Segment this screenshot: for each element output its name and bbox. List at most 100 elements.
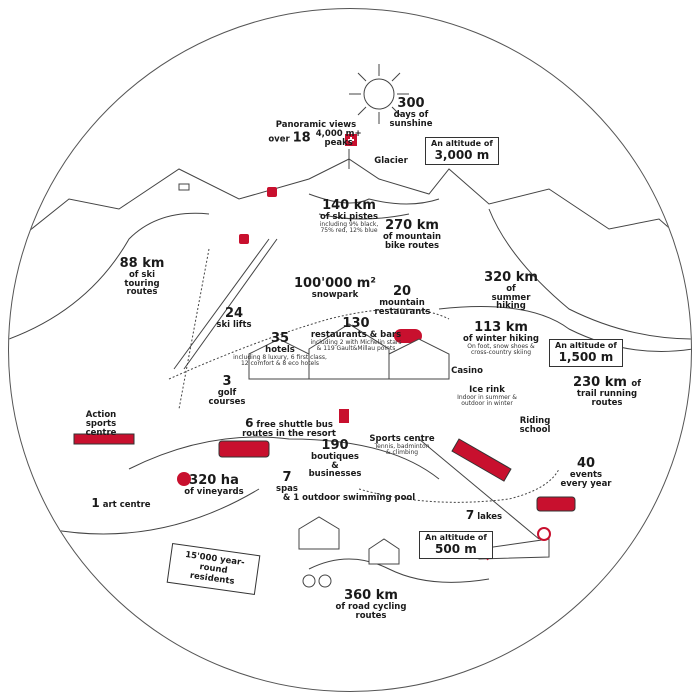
winter-hiking-value: 113 km [474, 320, 528, 335]
shuttle-text: routes in the resort [242, 428, 336, 439]
ski-pistes-value: 140 km [322, 198, 376, 213]
hotels-text: hotels [265, 344, 295, 355]
bike-label: 270 km of mountain bike routes [377, 219, 447, 250]
panoramic-over: over [268, 134, 290, 145]
snowpark-value: 100'000 m² [293, 276, 377, 291]
mountain-restaurants-text: mountain restaurants [374, 297, 431, 317]
bike-value: 270 km [385, 218, 439, 233]
restaurants-text: restaurants & bars [310, 329, 402, 340]
altitude-500-sign: An altitude of 500 m [419, 531, 493, 559]
boutiques-label: 190 boutiques & businesses [308, 439, 363, 479]
lakes-value: 7 [465, 508, 475, 522]
ice-rink-label: Ice rink Indoor in summer & outdoor in w… [457, 386, 517, 408]
ski-pistes-text: of ski pistes [319, 211, 379, 222]
sports-centre-label: Sports centre Tennis, badminton & climbi… [369, 435, 434, 457]
restaurants-label: 130 restaurants & bars including 2 with … [310, 317, 401, 352]
fondue-pot-icon [394, 329, 422, 343]
panoramic-label: Panoramic views over 18 4,000 m+ peaks [268, 121, 363, 148]
altitude-3000-sign: An altitude of 3,000 m [425, 137, 499, 165]
spas-label: 7 spas [276, 471, 298, 494]
sports-centre-detail: & climbing [385, 449, 419, 457]
action-sports-icon [73, 433, 135, 445]
winter-hiking-detail: On foot, snow shoes & [467, 342, 535, 350]
road-cycling-label: 360 km of road cycling routes [336, 589, 407, 620]
hotels-detail: including 8 luxury, 6 first class, [233, 353, 327, 361]
altitude-value: 1,500 m [558, 349, 614, 364]
trail-running-value: 230 km [573, 375, 627, 390]
panoramic-number: 18 [292, 130, 311, 146]
ice-rink-text: Ice rink [469, 385, 505, 395]
ski-lifts-label: 24 ski lifts [216, 307, 251, 330]
ice-rink-detail: outdoor in winter [461, 400, 513, 408]
restaurants-detail: & 119 Gault&Millau points [316, 344, 396, 352]
shuttle-bus-icon [218, 440, 270, 458]
spas-text: spas [276, 483, 298, 494]
vineyards-text: of vineyards [184, 486, 244, 497]
sunshine-value: 300 [397, 96, 425, 111]
altitude-value: 3,000 m [434, 147, 490, 162]
mountain-ridge [18, 158, 691, 248]
summer-hiking-value: 320 km [484, 270, 538, 285]
shuttle-text: free shuttle bus [256, 420, 333, 430]
altitude-caption: An altitude of [425, 533, 487, 542]
art-centre-value: 1 [91, 496, 100, 510]
hotels-detail: 12 comfort & 8 eco hotels [240, 359, 320, 367]
sunshine-text: days of sunshine [389, 109, 433, 129]
golf-label: 3 golf courses [205, 375, 250, 406]
trail-running-text: trail running routes [576, 388, 638, 408]
art-centre-text: art centre [102, 500, 151, 510]
gondola-icon [267, 187, 277, 197]
sports-centre-detail: Tennis, badminton [374, 442, 430, 450]
ski-lifts-value: 24 [224, 306, 244, 321]
village-houses [248, 323, 450, 565]
road-cycling-value: 360 km [344, 588, 398, 603]
swimming-pool-label: & 1 outdoor swimming pool [282, 493, 416, 503]
cyclist-icon [302, 574, 316, 588]
grapes-icon [177, 472, 191, 486]
trail-running-of: of [631, 379, 641, 389]
hotels-value: 35 [270, 331, 290, 346]
action-sports-label: Action sports centre [85, 410, 117, 438]
vineyards-value: 320 ha [189, 473, 239, 488]
ski-pistes-detail: including 9% black, [319, 220, 379, 228]
sun-icon [349, 64, 409, 124]
mountain-restaurants-label: 20 mountain restaurants [374, 284, 431, 317]
boutiques-value: 190 [321, 438, 349, 453]
altitude-value: 500 m [435, 541, 477, 556]
shuttle-value: 6 [245, 416, 254, 430]
events-label: 40 events every year [561, 457, 612, 488]
sunshine-label: 300 days of sunshine [381, 97, 441, 128]
mountain-restaurants-value: 20 [392, 284, 412, 299]
boutiques-text: boutiques & businesses [308, 451, 362, 480]
lakes-text: lakes [477, 512, 503, 522]
panoramic-peaks: 4,000 m+ peaks [315, 128, 362, 148]
sports-centre-text: Sports centre [369, 434, 435, 444]
winter-hiking-text: of winter hiking [463, 333, 539, 344]
snowpark-text: snowpark [311, 289, 359, 300]
summer-hiking-label: 320 km of summer hiking [484, 271, 538, 311]
art-centre-label: 1 art centre [91, 497, 150, 510]
resort-map: 300 days of sunshine Panoramic views ove… [8, 8, 692, 692]
bike-text: of mountain bike routes [382, 231, 442, 251]
events-text: every year [560, 478, 612, 489]
casino-label: Casino [451, 366, 483, 376]
restaurants-detail: including 2 with Michelin stars [310, 338, 402, 346]
altitude-1500-sign: An altitude of 1,500 m [549, 339, 623, 367]
vineyards-label: 320 ha of vineyards [184, 474, 243, 497]
panoramic-line2: over 18 4,000 m+ peaks [268, 128, 363, 148]
panoramic-line1: Panoramic views [275, 120, 357, 130]
summer-hiking-text: of summer hiking [491, 283, 531, 312]
ice-rink-detail: Indoor in summer & [457, 393, 517, 401]
shuttle-label: 6 free shuttle bus routes in the resort [242, 417, 336, 439]
ski-lifts-text: ski lifts [216, 319, 252, 330]
lakes-label: 7 lakes [466, 509, 502, 522]
funicular-icon [451, 438, 512, 482]
winter-hiking-detail: cross-country skiing [470, 348, 532, 356]
ski-pistes-label: 140 km of ski pistes including 9% black,… [320, 199, 379, 234]
altitude-caption: An altitude of [555, 341, 617, 350]
road-cycling-text: of road cycling [335, 601, 407, 612]
hotels-label: 35 hotels including 8 luxury, 6 first cl… [233, 332, 327, 367]
ski-touring-text: of ski touring routes [124, 269, 160, 298]
trail-running-label: 230 km of trail running routes [573, 376, 641, 407]
altitude-caption: An altitude of [431, 139, 493, 148]
